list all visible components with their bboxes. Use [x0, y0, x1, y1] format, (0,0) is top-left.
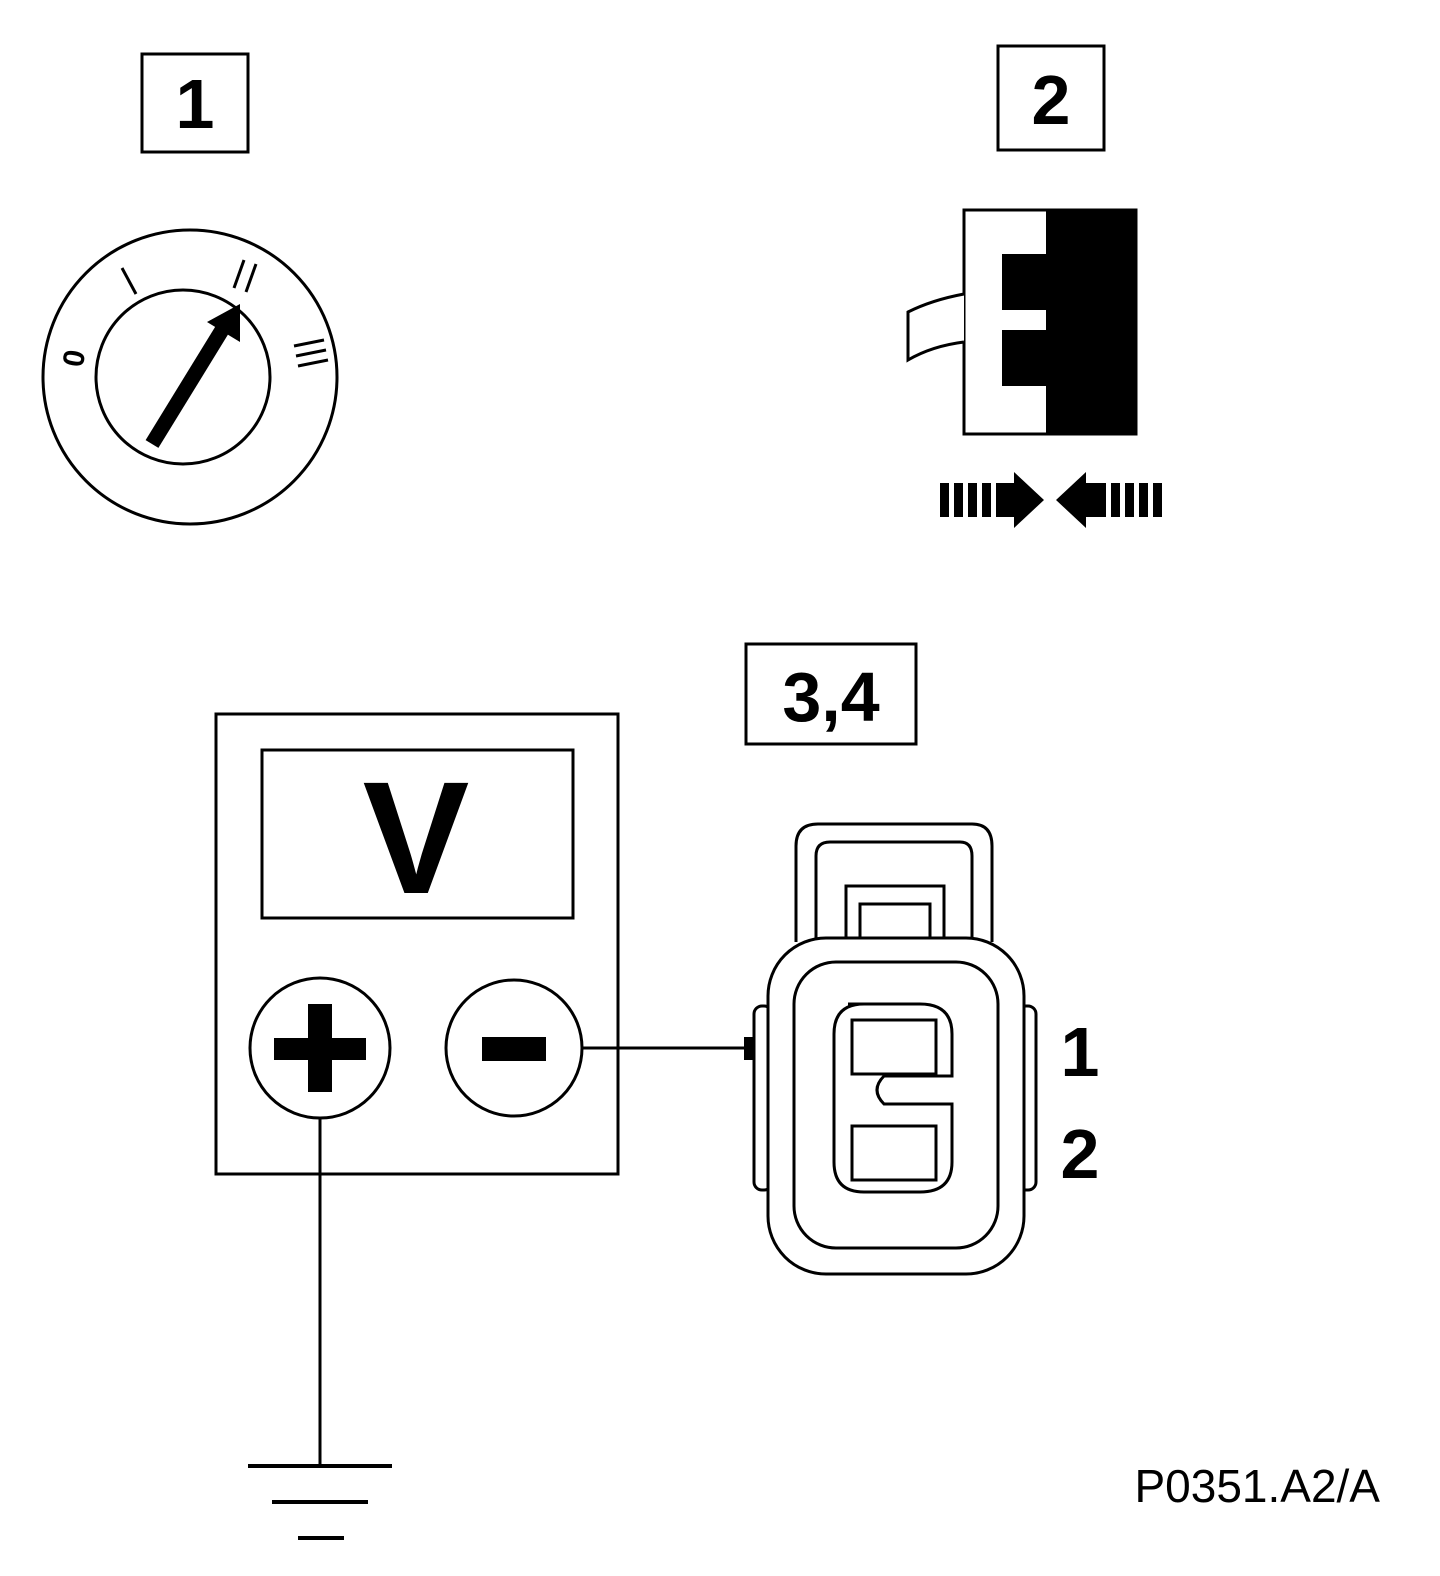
push-together-arrows-icon: [940, 472, 1162, 528]
ignition-position-i-mark: [120, 267, 138, 295]
minus-icon: [482, 1037, 546, 1061]
ignition-position-iii-mark: [293, 338, 329, 368]
pin-1-label: 1: [1061, 1013, 1100, 1091]
ground-symbol-icon: [248, 1464, 392, 1540]
ignition-switch-icon: 0: [41, 228, 339, 526]
plus-icon: [274, 1004, 366, 1092]
voltmeter-display-label: V: [363, 748, 470, 927]
step-3-4-label: 3,4: [782, 658, 879, 736]
connector-disconnect-icon: [906, 208, 1138, 436]
step-2-label: 2: [1032, 61, 1071, 139]
reference-code: P0351.A2/A: [1134, 1460, 1380, 1512]
harness-connector-icon: [752, 822, 1038, 1276]
key-pointer-arrow-icon: [145, 304, 240, 448]
step-1-label: 1: [176, 65, 215, 143]
connector-pin-2[interactable]: [850, 1124, 938, 1182]
ignition-position-ii-mark: [232, 259, 258, 293]
step-1-box: 1: [140, 52, 250, 154]
voltmeter: V: [214, 712, 620, 1176]
step-2-box: 2: [996, 44, 1106, 152]
ignition-position-0: 0: [57, 347, 92, 369]
pin-2-label: 2: [1061, 1115, 1100, 1193]
step-3-4-box: 3,4: [744, 642, 918, 746]
connector-pin-1[interactable]: [850, 1018, 938, 1076]
